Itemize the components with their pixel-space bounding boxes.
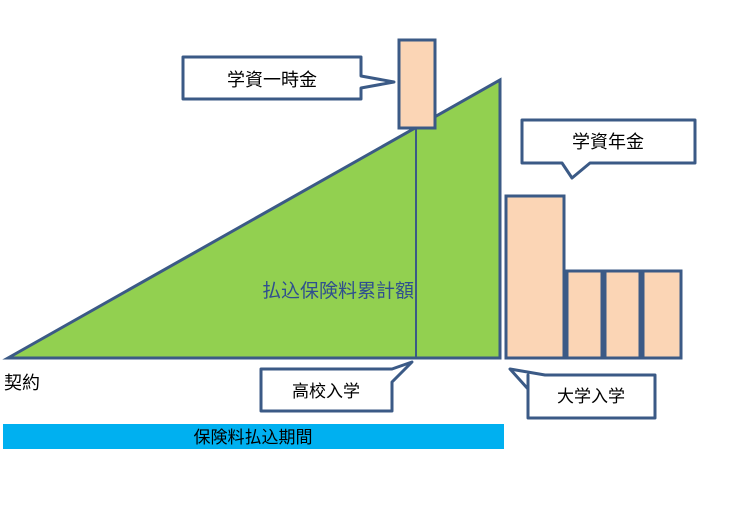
contract-label: 契約 <box>4 373 40 394</box>
annuity-label: 学資年金 <box>572 132 644 153</box>
lump-sum-bar <box>397 38 437 130</box>
university-label: 大学入学 <box>557 387 625 407</box>
annuity-bar-4 <box>641 269 683 360</box>
payment-period-label: 保険料払込期間 <box>194 428 313 448</box>
high-school-callout <box>259 360 414 413</box>
annuity-bar-2 <box>565 269 604 360</box>
premium-triangle <box>2 77 502 360</box>
annuity-callout <box>520 118 697 180</box>
annuity-bar-1 <box>504 194 566 360</box>
lump-sum-label: 学資一時金 <box>227 70 317 91</box>
lump-sum-callout <box>181 55 396 101</box>
high-school-label: 高校入学 <box>292 382 360 402</box>
payment-period-bar <box>3 424 504 449</box>
university-callout <box>508 367 657 420</box>
cumulative-premium-label: 払込保険料累計額 <box>262 280 414 302</box>
annuity-bar-3 <box>603 269 642 360</box>
